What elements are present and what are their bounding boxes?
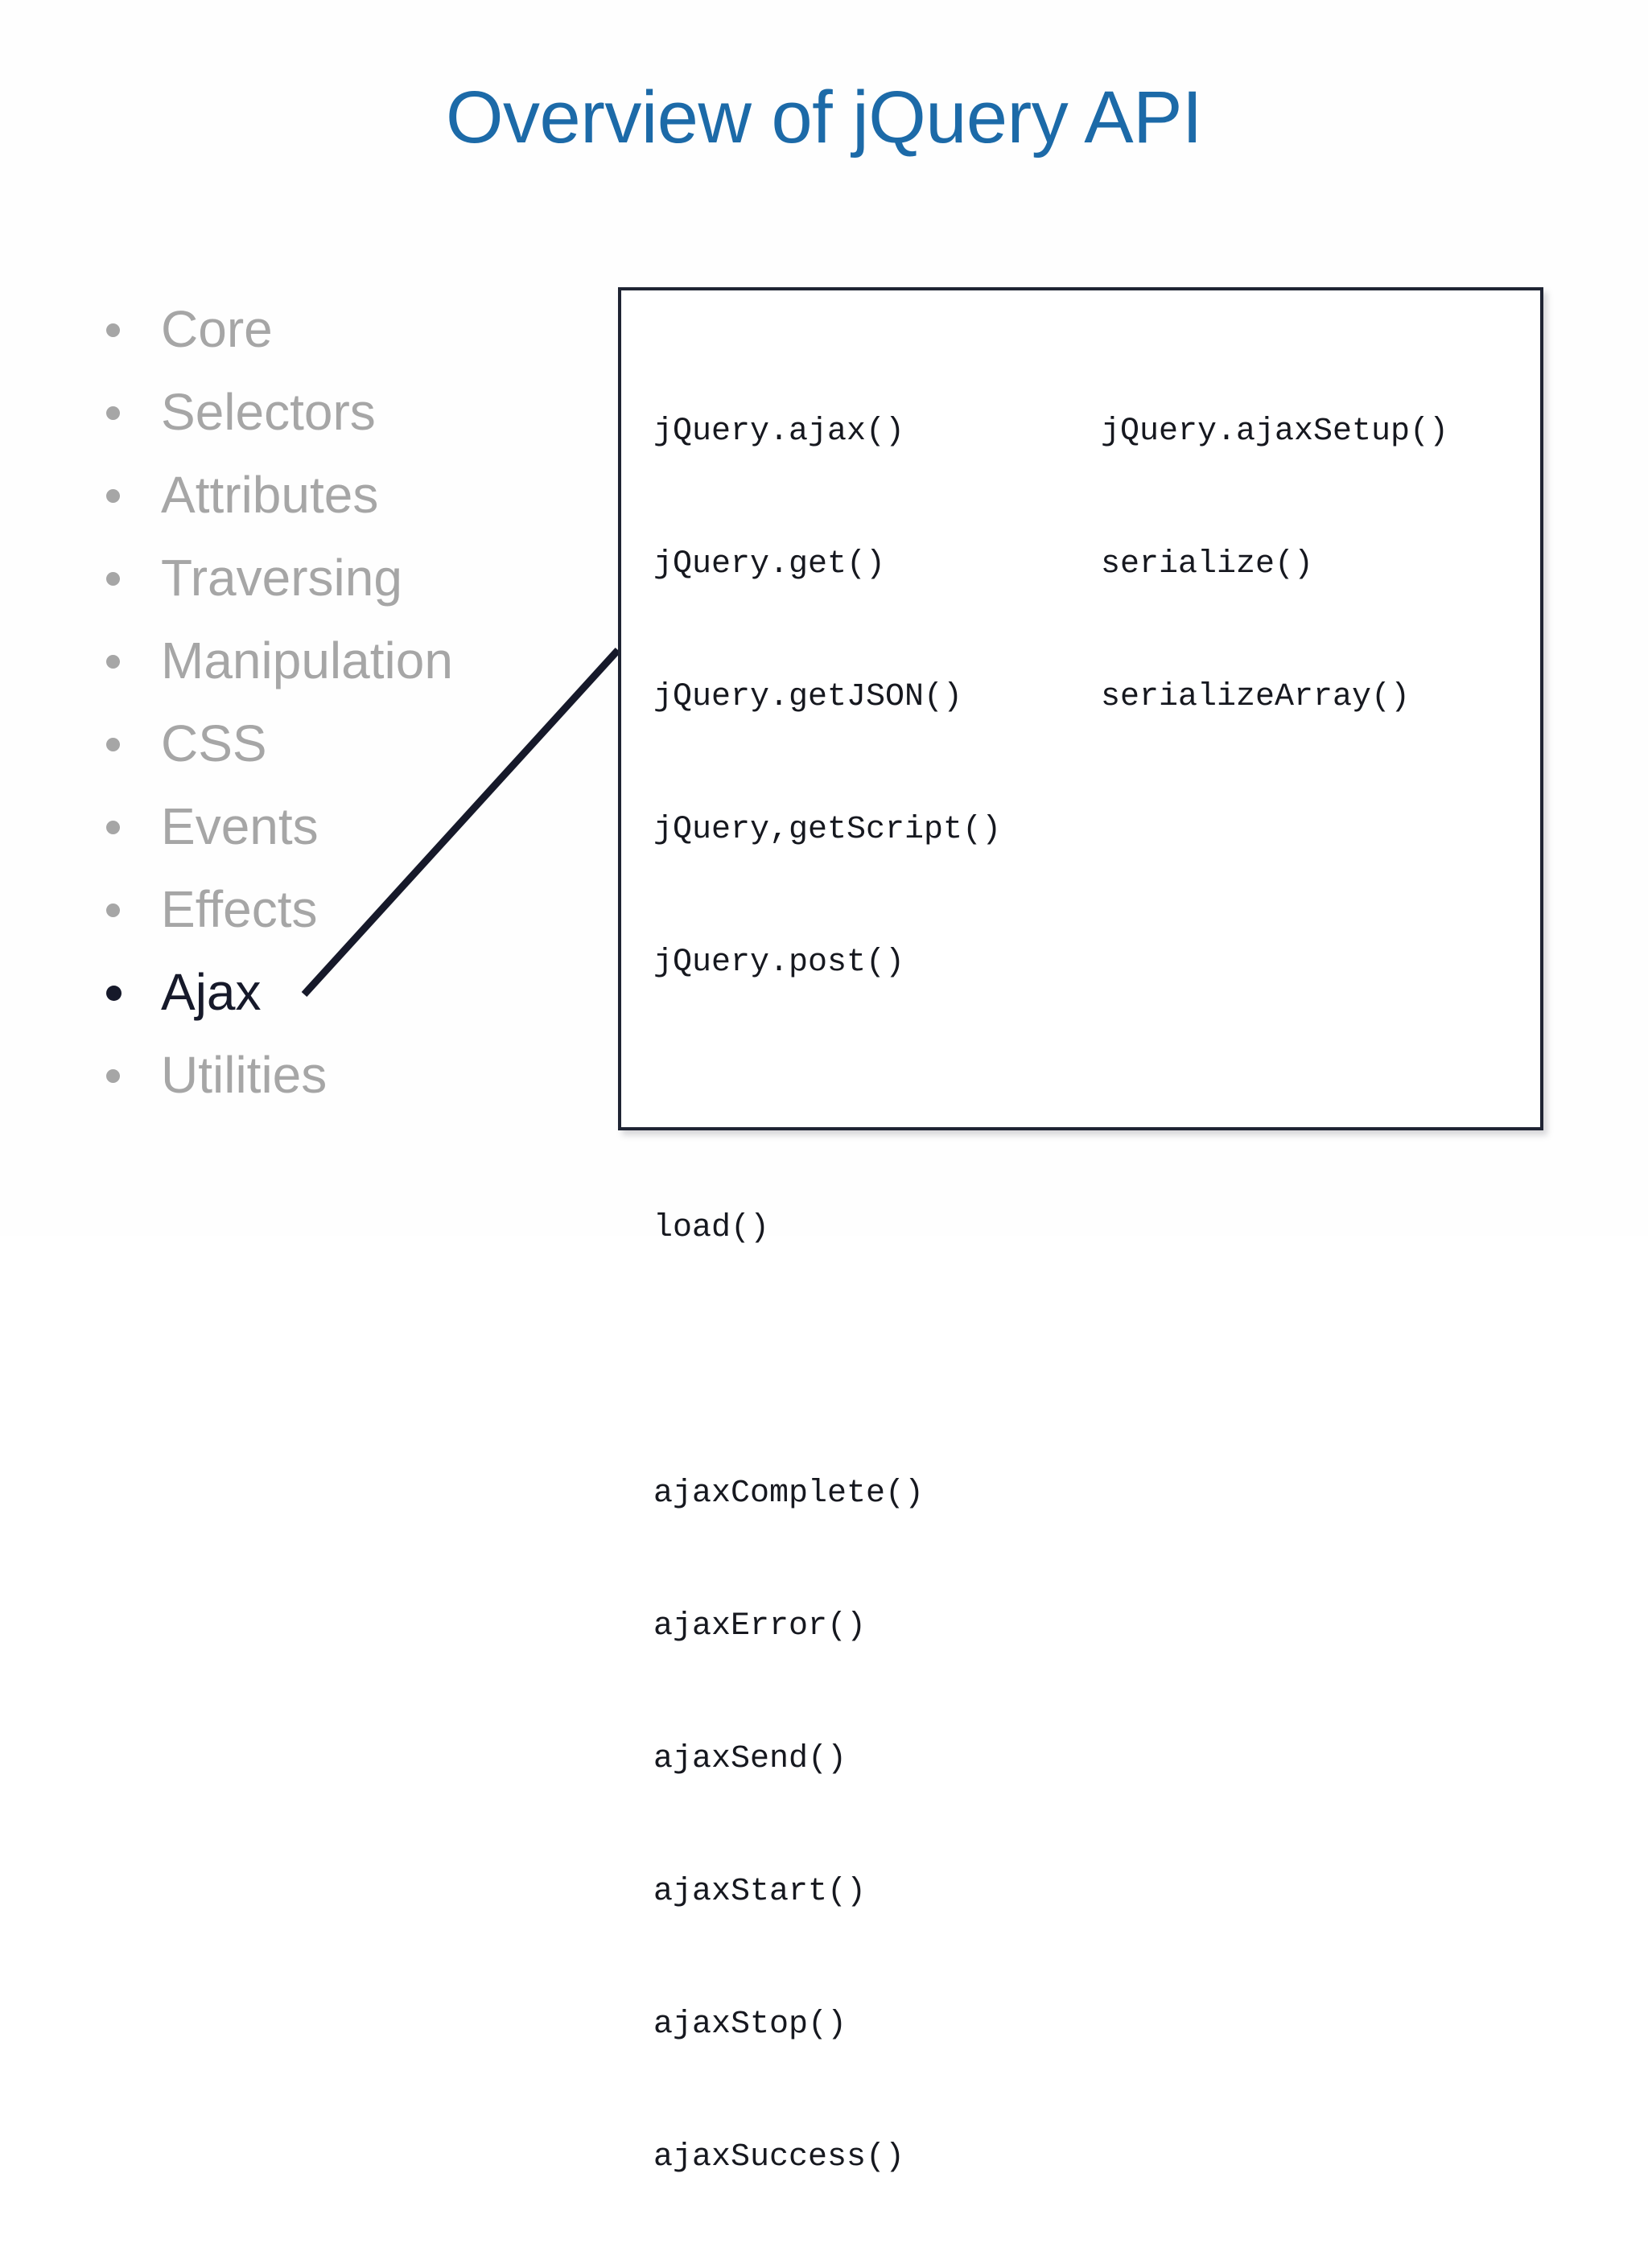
list-item-label: Manipulation xyxy=(161,632,453,689)
list-item-label: Traversing xyxy=(161,549,402,607)
code-line: jQuery.ajax() xyxy=(653,414,905,450)
bullet-dot-icon xyxy=(106,820,120,834)
bullet-dot-icon xyxy=(106,654,120,669)
code-line: jQuery.post() xyxy=(653,945,905,981)
list-item-css[interactable]: CSS xyxy=(89,702,595,785)
list-item-label: Ajax xyxy=(161,963,262,1021)
code-line-blank xyxy=(653,1339,1101,1383)
list-item-ajax[interactable]: Ajax xyxy=(89,951,595,1034)
list-item-selectors[interactable]: Selectors xyxy=(89,371,595,454)
list-item-label: Events xyxy=(161,797,319,855)
code-line: ajaxComplete() xyxy=(653,1476,925,1512)
topic-list: Core Selectors Attributes Traversing Man… xyxy=(89,288,595,1117)
list-item-label: Attributes xyxy=(161,466,379,524)
page-title: Overview of jQuery API xyxy=(446,76,1203,158)
list-item-core[interactable]: Core xyxy=(89,288,595,371)
code-line: ajaxSuccess() xyxy=(653,2139,905,2175)
list-item-label: Core xyxy=(161,300,273,358)
bullet-dot-icon xyxy=(106,985,122,1001)
code-columns: jQuery.ajax() jQuery.get() jQuery.getJSO… xyxy=(621,290,1540,2175)
bullet-dot-icon xyxy=(106,737,120,751)
slide-canvas: Overview of jQuery API Core Selectors At… xyxy=(89,76,1543,2175)
bullet-dot-icon xyxy=(106,405,120,420)
list-item-label: Selectors xyxy=(161,383,376,441)
api-methods-callout-box: jQuery.ajax() jQuery.get() jQuery.getJSO… xyxy=(618,287,1543,2175)
list-item-attributes[interactable]: Attributes xyxy=(89,454,595,537)
bullet-dot-icon xyxy=(106,323,120,337)
bullet-dot-icon xyxy=(106,903,120,917)
code-line: ajaxError() xyxy=(653,1608,867,1644)
code-line: jQuery.ajaxSetup() xyxy=(1100,414,1449,450)
bullet-dot-icon xyxy=(106,571,120,586)
bullet-dot-icon xyxy=(106,488,120,503)
code-line: jQuery.getJSON() xyxy=(653,679,963,715)
code-line: ajaxStop() xyxy=(653,2007,847,2043)
list-item-label: Utilities xyxy=(161,1046,328,1104)
code-line: serializeArray() xyxy=(1100,679,1411,715)
code-line: ajaxStart() xyxy=(653,1874,867,1910)
list-item-manipulation[interactable]: Manipulation xyxy=(89,619,595,702)
list-item-label: CSS xyxy=(161,714,267,772)
list-item-effects[interactable]: Effects xyxy=(89,868,595,951)
code-line: jQuery,getScript() xyxy=(653,812,1002,848)
code-line: ajaxSend() xyxy=(653,1741,847,1777)
code-line: serialize() xyxy=(1100,546,1314,582)
list-item-events[interactable]: Events xyxy=(89,785,595,868)
list-item-traversing[interactable]: Traversing xyxy=(89,537,595,619)
code-column-right: jQuery.ajaxSetup() serialize() serialize… xyxy=(1101,321,1540,808)
code-line-blank xyxy=(653,1073,1101,1118)
list-item-label: Effects xyxy=(161,880,318,938)
bullet-dot-icon xyxy=(106,1068,120,1083)
code-line: load() xyxy=(653,1210,770,1246)
list-item-utilities[interactable]: Utilities xyxy=(89,1034,595,1117)
code-line: jQuery.get() xyxy=(653,546,886,582)
code-column-left: jQuery.ajax() jQuery.get() jQuery.getJSO… xyxy=(621,321,1101,2268)
